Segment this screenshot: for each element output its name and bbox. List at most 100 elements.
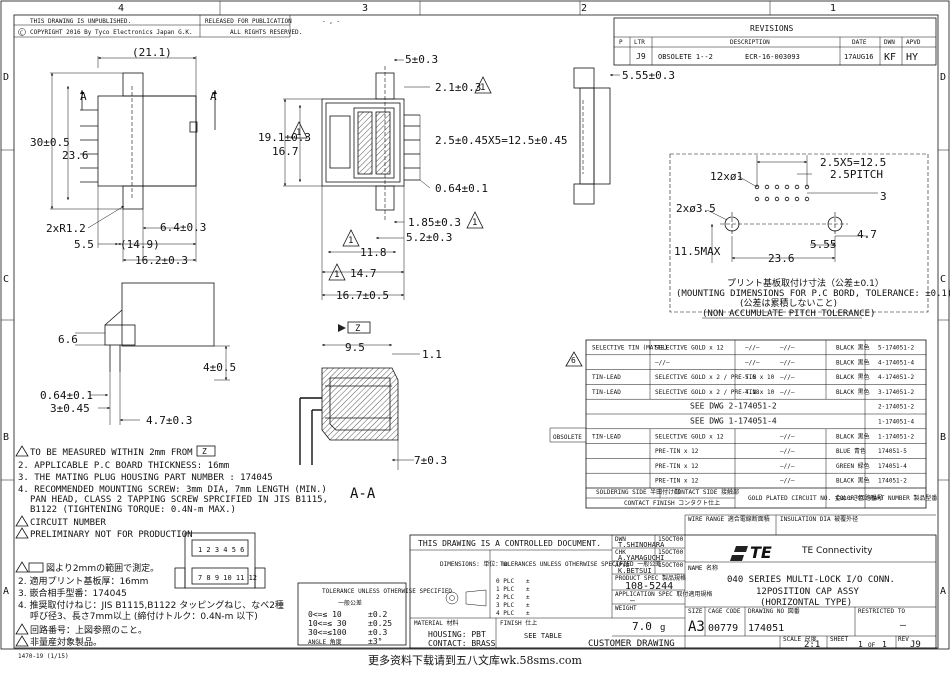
plc-0: 0 PLC xyxy=(496,578,514,585)
sheet-number: 1 xyxy=(858,640,863,649)
pm-0: ± xyxy=(526,578,530,585)
rev-apvd: HY xyxy=(906,52,918,63)
product-spec-label: PRODUCT SPEC 製品規格 xyxy=(615,574,686,582)
jp-note-5: 回路番号：上図参照のこと。 xyxy=(30,624,147,636)
tol-r1v: ±0.2 xyxy=(368,610,387,619)
note-4b: PAN HEAD, CLASS 2 TAPPING SCREW SPRCIFIE… xyxy=(30,495,328,505)
revisions-table: REVISIONS P LTR DESCRIPTION DATE DWN APV… xyxy=(613,17,937,66)
app-spec-label: APPLICATION SPEC 取付適用規格 xyxy=(615,590,712,598)
part-gold: —//— xyxy=(780,433,795,440)
part-see-dwg: SEE DWG 2-174051-2 xyxy=(690,402,777,411)
zone-c-right: C xyxy=(940,274,946,285)
zone-3: 3 xyxy=(362,3,368,14)
revisions-title: REVISIONS xyxy=(750,24,794,33)
part-number: 5-174051-2 xyxy=(878,345,915,352)
copyright-icon xyxy=(18,28,26,36)
product-spec: 108-5244 xyxy=(625,581,673,592)
zone-a-right: A xyxy=(940,586,946,597)
part-gold: —//— xyxy=(780,374,795,381)
part-circuit: 5.6 xyxy=(745,374,756,381)
part-color: BLACK 黒色 xyxy=(836,344,870,352)
section-arrow-right: A xyxy=(210,90,217,103)
part-solder-side: TIN-LEAD xyxy=(592,433,621,440)
pcb-note-en-2: (NON ACCUMULATE PITCH TOLERANCE) xyxy=(702,309,875,319)
pm-2: ± xyxy=(526,594,530,601)
obsolete-label: OBSOLETE xyxy=(553,434,582,441)
dim-6-4: 6.4±0.3 xyxy=(160,221,206,234)
sheet-total: 1 xyxy=(882,640,887,649)
drawing-number: 174051 xyxy=(748,623,784,634)
note-triangle-1 xyxy=(474,76,492,94)
rev-ltr: J9 xyxy=(636,52,646,61)
part-number: 174051-2 xyxy=(878,478,907,485)
part-gold: —//— xyxy=(780,359,795,366)
dim-0-64: 0.64±0.1 xyxy=(435,182,488,195)
part-contact-side: —//— xyxy=(655,359,670,366)
product-name-3: (HORIZONTAL TYPE) xyxy=(760,598,852,608)
zone-b-left: B xyxy=(3,432,9,443)
part-number: 174051-5 xyxy=(878,448,907,455)
part-contact-side: SELECTIVE GOLD x 12 xyxy=(655,345,724,352)
released-text: RELEASED FOR PUBLICATION xyxy=(205,18,292,25)
tol-angle: ANGLE 角度 xyxy=(308,638,342,646)
part-circuit: 4.18 xyxy=(745,389,760,396)
tri-label: 1 xyxy=(348,236,353,246)
dim-1-85: 1.85±0.3 xyxy=(408,216,461,229)
dim-11-5-max: 11.5MAX xyxy=(674,245,721,258)
part-contact-side: SELECTIVE GOLD x 2 / PRE-TIN x 10 xyxy=(655,374,775,381)
dim-5-5: 5.5 xyxy=(74,238,94,251)
dim-2-5-pitch: 2.5PITCH xyxy=(830,168,883,181)
jp-note-2: 2. 適用プリント基板厚：16mm xyxy=(18,575,148,587)
tol-r3: 30<=≤100 xyxy=(308,628,347,637)
rev-ecr: ECR-16-003093 xyxy=(745,53,800,61)
zone-d-right: D xyxy=(940,72,946,83)
rev-hdr-dwn: DWN xyxy=(884,39,895,46)
weight-unit: g xyxy=(660,623,665,633)
copyright-text: COPYRIGHT 2016 By Tyco Electronics Japan… xyxy=(30,29,193,36)
tri-label: 1 xyxy=(296,128,301,138)
note-3: 3. THE MATING PLUG HOUSING PART NUMBER :… xyxy=(18,473,273,483)
front-view: 5±0.3 2.1±0.3 1 19.1±0.3 16.7 1 2.5±0.45… xyxy=(258,53,567,302)
hdr-color: COLOR 色 xyxy=(836,494,864,502)
tol-angle-v: ±3° xyxy=(368,637,382,646)
svg-text:TE: TE xyxy=(750,543,772,562)
part-circuit: —//— xyxy=(745,345,760,352)
dim-pitch-12-5: 2.5±0.45X5=12.5±0.45 xyxy=(435,134,567,147)
projection-icon xyxy=(445,591,459,605)
note-6: PRELIMINARY NOT FOR PRODUCTION xyxy=(30,530,193,540)
rev-hdr-desc: DESCRIPTION xyxy=(730,39,770,46)
restricted-label: RESTRICTED TO xyxy=(858,608,905,615)
part-number: 174051-4 xyxy=(878,463,907,470)
tri-label: 1 xyxy=(480,83,485,93)
insulation-dia: INSULATION DIA 被覆外径 xyxy=(780,515,858,523)
pcb-note-jp: プリント基板取付け寸法（公差±0.1） xyxy=(727,277,884,289)
dim-7: 7±0.3 xyxy=(414,454,447,467)
circuit-bottom-row: 7 8 9 10 11 12 xyxy=(198,574,257,582)
part-table: 6 OBSOLETE SELECTIVE TIN (MATTE)SELECTIV… xyxy=(549,339,937,509)
product-name-2: 12POSITION CAP ASSY xyxy=(756,587,860,597)
dim-21-1: (21.1) xyxy=(132,46,172,59)
part-see-dwg: SEE DWG 1-174051-4 xyxy=(690,417,777,426)
dwn-date: 15OCT00 xyxy=(658,536,684,543)
part-number: 1-174051-2 xyxy=(878,433,915,440)
tri-label: 1 xyxy=(472,218,477,228)
part-solder-side: TIN-LEAD xyxy=(592,389,621,396)
part-gold: —//— xyxy=(780,345,795,352)
notes-jp: 図より2mmの範囲で測定。 2. 適用プリント基板厚：16mm 3. 嵌合相手型… xyxy=(15,561,284,648)
side-view: (21.1) 30±0.5 23.6 A A 2xR1.2 6.4±0.3 5.… xyxy=(30,46,217,267)
restricted: — xyxy=(900,620,907,631)
material-label: MATERIAL 材料 xyxy=(414,619,459,627)
cage-label: CAGE CODE xyxy=(708,608,741,615)
circuit-top-row: 1 2 3 4 5 6 xyxy=(198,546,244,554)
jp-note-4b: 呼び径3、長さ7mm以上 (締付けトルク：0.4N-m 以下) xyxy=(30,610,258,622)
tol-r2: 10<=≤ 30 xyxy=(308,619,347,628)
pm-3: ± xyxy=(526,602,530,609)
hdr-soldering-side: SOLDERING SIDE 半田付け部 xyxy=(596,488,680,496)
part-color: BLACK 黒色 xyxy=(836,358,870,366)
dim-23-6: 23.6 xyxy=(62,149,89,162)
section-arrow-left: A xyxy=(80,90,87,103)
tolerance-box: TOLERANCE UNLESS OTHERWISE SPECIFIED 一般公… xyxy=(297,582,452,646)
